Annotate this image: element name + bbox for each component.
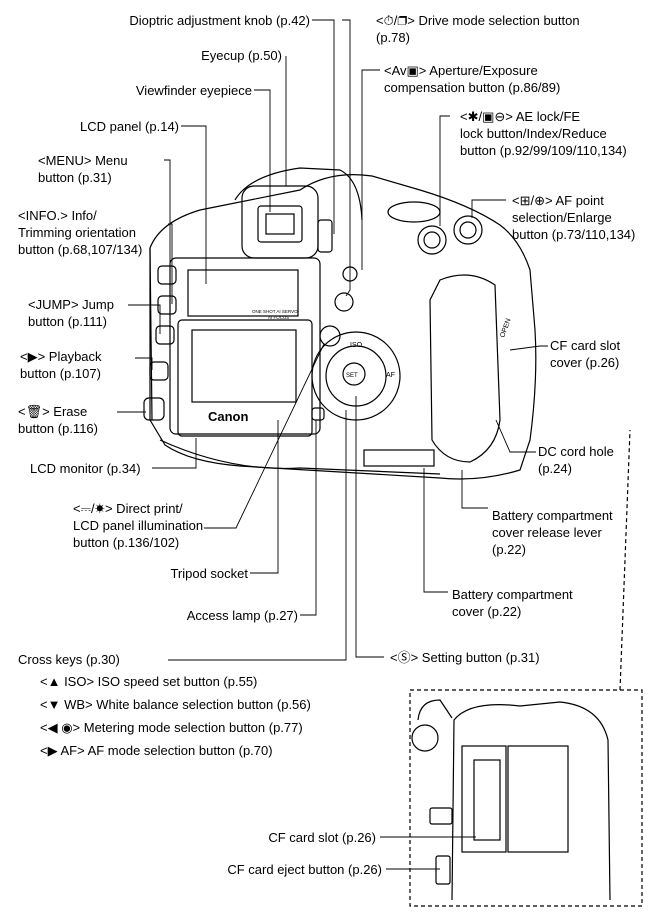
menu-btn-shape: [157, 265, 177, 285]
label-tripod: Tripod socket: [170, 566, 248, 581]
cover-open: OPEN: [499, 318, 512, 339]
eyepiece-window: [257, 205, 303, 243]
lcd-panel-shape: [187, 269, 299, 317]
label-dc-cord: DC cord hole(p.24): [538, 444, 614, 476]
label-access: Access lamp (p.27): [186, 608, 298, 623]
label-iso: <▲ ISO> ISO speed set button (p.55): [40, 674, 258, 689]
key-iso: ISO: [350, 342, 363, 349]
label-wb: <▼ WB> White balance selection button (p…: [40, 697, 311, 712]
ae-lock-shape: [417, 225, 447, 255]
playback-btn-shape: [149, 361, 169, 381]
label-lcd-monitor: LCD monitor (p.34): [30, 461, 141, 476]
grip: [429, 274, 501, 463]
set-button-shape: [342, 362, 366, 386]
cf-eject-shape: [435, 855, 451, 885]
af-point-shape: [453, 215, 483, 245]
lcd-small-text-2: AI FOCUS: [268, 315, 289, 320]
erase-btn-shape: [143, 397, 165, 421]
label-metering: <◀ ◉> Metering mode selection button (p.…: [40, 720, 303, 735]
info-btn-shape: [157, 295, 177, 315]
inset-box: [409, 689, 643, 907]
drive-btn-shape: [334, 292, 354, 312]
camera-brand: Canon: [208, 409, 249, 424]
label-direct-print: <⎓/☀> Direct print/LCD panel illuminatio…: [73, 501, 204, 550]
label-dioptric: Dioptric adjustment knob (p.42): [129, 13, 310, 28]
label-setting: <Ⓢ> Setting button (p.31): [390, 650, 540, 665]
label-eyecup: Eyecup (p.50): [201, 48, 282, 63]
label-cf-eject: CF card eject button (p.26): [227, 862, 382, 877]
key-set: SET: [346, 373, 358, 379]
key-af: AF: [386, 372, 395, 379]
label-eyepiece: Viewfinder eyepiece: [135, 83, 252, 98]
cf-slot-shape: [473, 759, 501, 841]
label-drive: <⏱/❐> Drive mode selection button(p.78): [376, 13, 580, 45]
label-af-mode: <▶ AF> AF mode selection button (p.70): [40, 743, 273, 758]
label-cf-slot: CF card slot (p.26): [268, 830, 376, 845]
label-cross-keys: Cross keys (p.30): [18, 652, 120, 667]
eyecup-shape: [241, 185, 319, 259]
camera-body-outline: [149, 174, 537, 480]
label-lcd-panel: LCD panel (p.14): [80, 119, 179, 134]
jump-btn-shape: [155, 325, 175, 345]
lcd-monitor-screen: [191, 329, 297, 403]
access-lamp-shape: [311, 407, 325, 421]
dp-btn-shape: [319, 325, 341, 347]
lcd-small-text: ONE SHOT AI SERVO: [252, 309, 298, 314]
